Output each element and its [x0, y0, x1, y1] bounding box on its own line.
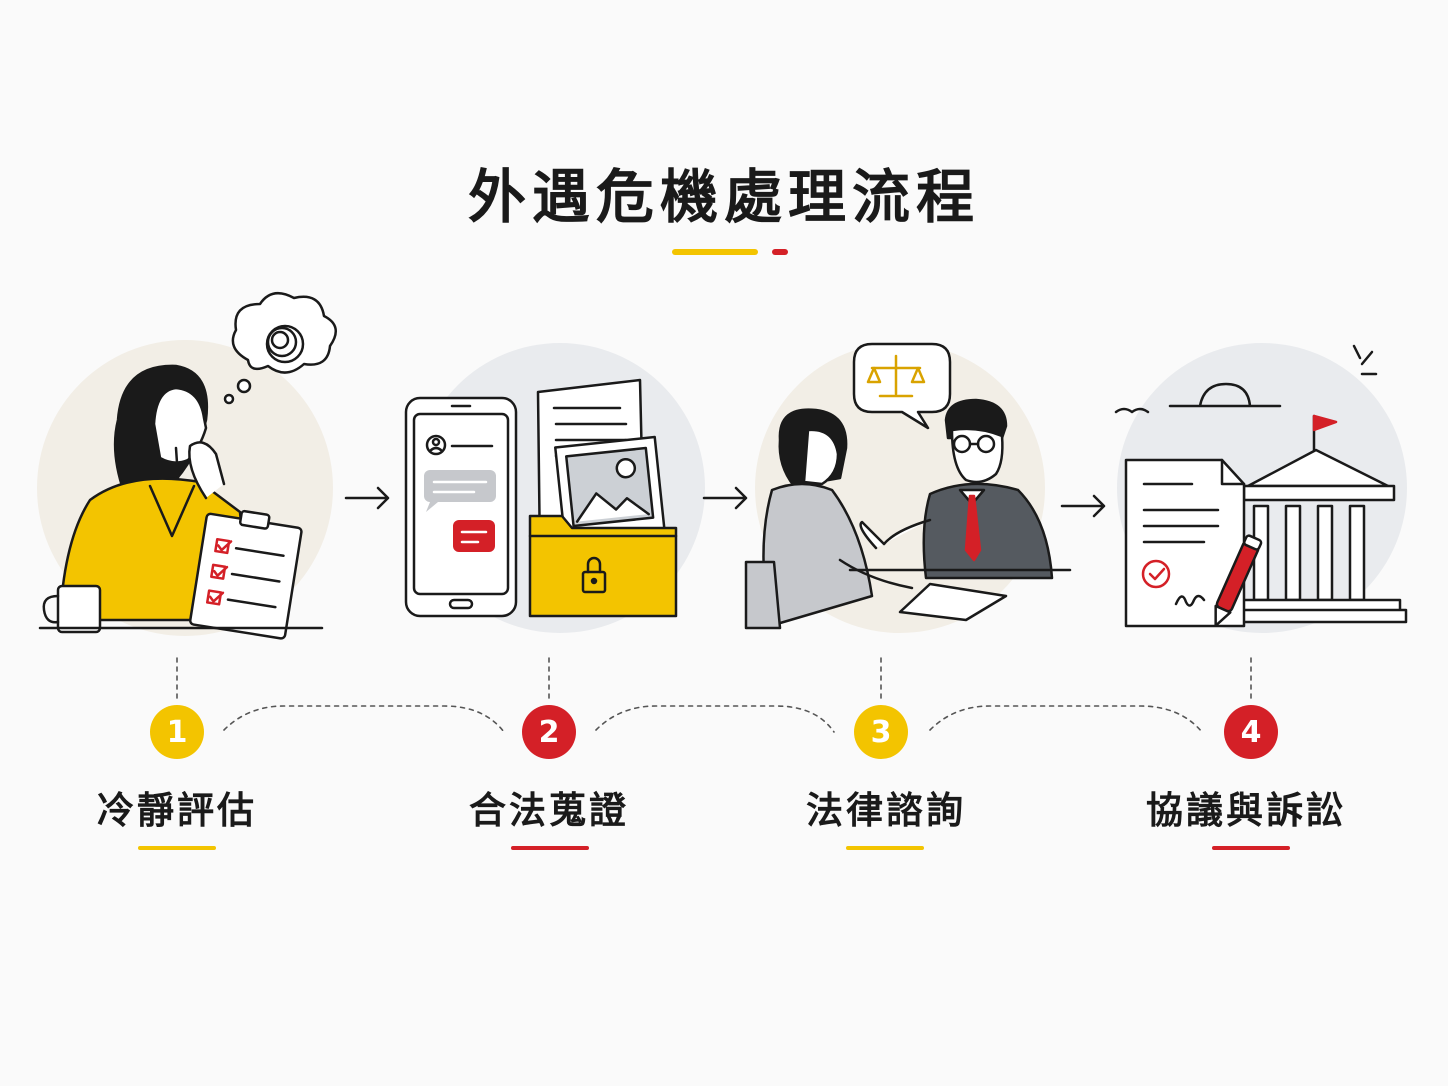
thinking-woman-icon: [37, 291, 337, 640]
phone-evidence-icon: [404, 343, 705, 633]
step-4-underline: [1212, 846, 1290, 850]
right-arrow-icon: [1060, 494, 1106, 518]
step-2-underline: [511, 846, 589, 850]
page-title: 外遇危機處理流程: [467, 163, 980, 231]
step-4-badge: 4: [1224, 705, 1278, 759]
title-accent-red: [772, 249, 788, 255]
timeline-connectors: [176, 657, 1252, 733]
right-arrow-icon: [702, 486, 748, 510]
step-1-badge: 1: [150, 705, 204, 759]
step-3-underline: [846, 846, 924, 850]
step-2-badge: 2: [522, 705, 576, 759]
lawyer-consultation-icon: [744, 342, 1072, 633]
step-3-label: 法律諮詢: [806, 789, 966, 832]
court-document-icon: [1114, 343, 1408, 633]
title-accent-yellow: [672, 249, 758, 255]
step-2-label: 合法蒐證: [469, 789, 629, 832]
right-arrow-icon: [344, 486, 390, 510]
step-1-label: 冷靜評估: [97, 789, 257, 832]
step-1-underline: [138, 846, 216, 850]
step-4-label: 協議與訴訟: [1146, 789, 1346, 832]
step-3-badge: 3: [854, 705, 908, 759]
